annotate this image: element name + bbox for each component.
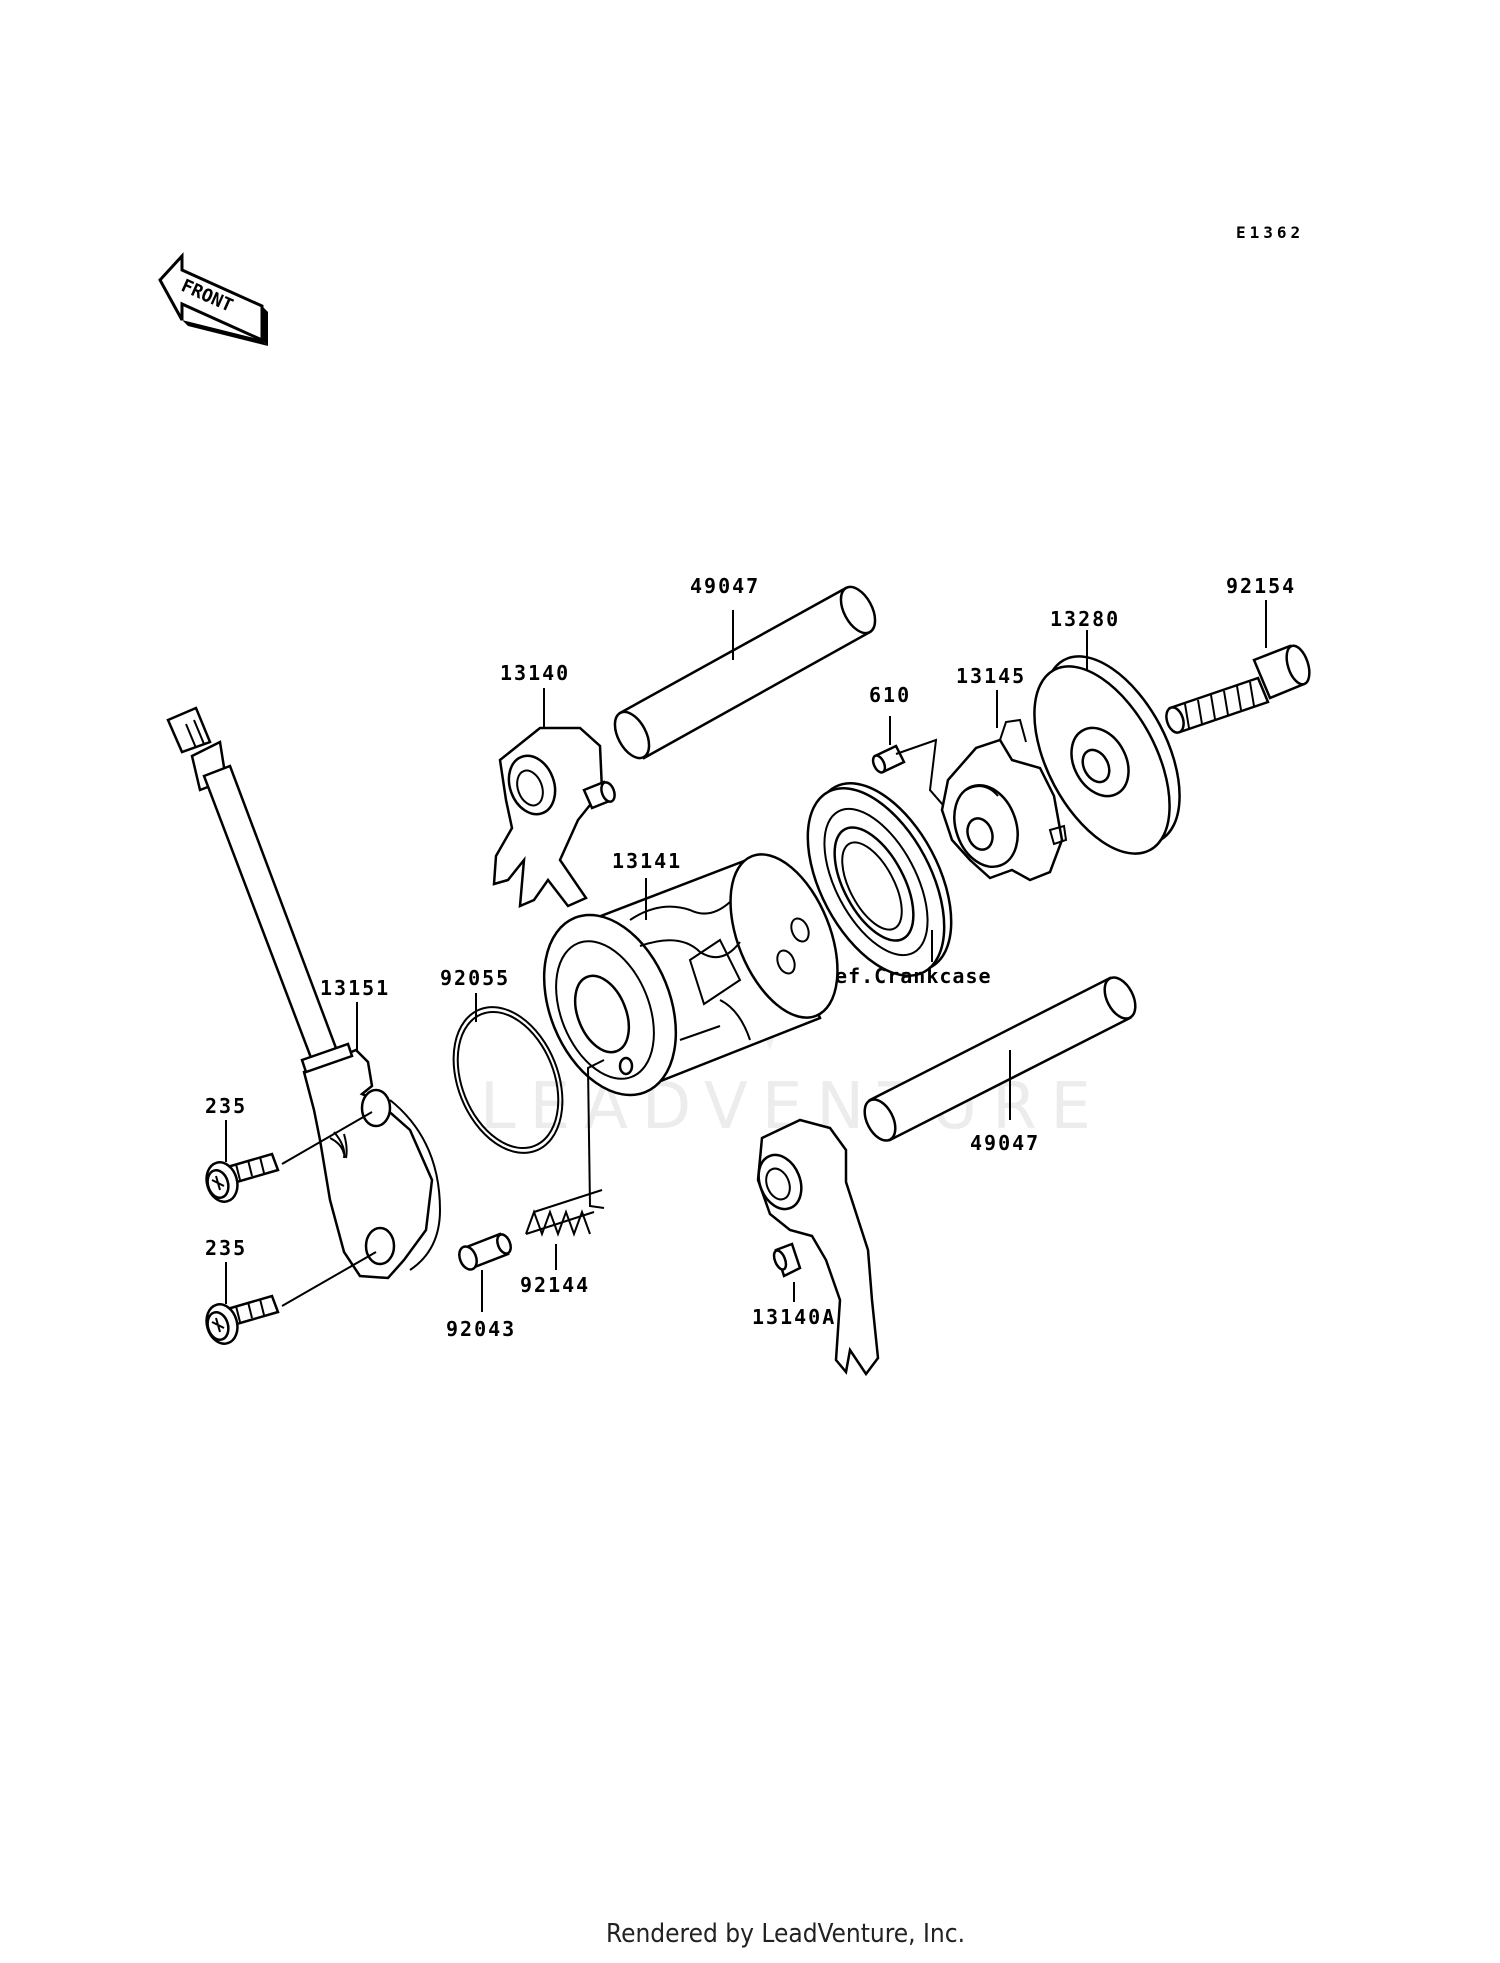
pin-610 [871, 744, 906, 774]
callout-235-a: 235 [205, 1094, 247, 1118]
callout-ref-crankcase: Ref.Crankcase [822, 964, 992, 988]
bearing-crankcase [806, 782, 953, 977]
callout-13145: 13145 [956, 664, 1026, 688]
callout-92144: 92144 [520, 1273, 590, 1297]
bolt-235-b [205, 1294, 280, 1345]
bolt-235-a [205, 1152, 280, 1203]
drum-holder-13145 [940, 718, 1068, 882]
callout-13140A: 13140A [752, 1305, 836, 1329]
callout-92043: 92043 [446, 1317, 516, 1341]
leader-bolt-a-to-switch [281, 1111, 373, 1165]
shift-drum-13141 [542, 853, 839, 1097]
front-arrow-icon: FRONT [158, 252, 268, 346]
callout-13140: 13140 [500, 661, 570, 685]
switch-13151 [166, 706, 442, 1280]
callout-610: 610 [869, 683, 911, 707]
diagram-code: E1362 [1236, 223, 1304, 242]
shift-rod-upper [613, 585, 877, 760]
shift-rod-lower [863, 976, 1137, 1142]
leader-bolt-b-to-switch [281, 1251, 377, 1307]
callout-13280: 13280 [1050, 607, 1120, 631]
plate-13280 [1033, 655, 1181, 855]
pin-92043 [458, 1232, 512, 1271]
callout-92154: 92154 [1226, 574, 1296, 598]
leader-spring-to-drum [586, 1059, 605, 1209]
shift-fork-13140A [756, 1118, 880, 1377]
oring-92055 [452, 1006, 564, 1154]
callout-13141: 13141 [612, 849, 682, 873]
callout-92055: 92055 [440, 966, 510, 990]
callout-13151: 13151 [320, 976, 390, 1000]
footer-credit: Rendered by LeadVenture, Inc. [606, 1919, 965, 1949]
bolt-92154 [1165, 644, 1311, 734]
shift-fork-13140 [492, 726, 616, 908]
callout-49047-lower: 49047 [970, 1131, 1040, 1155]
callout-235-b: 235 [205, 1236, 247, 1260]
callout-49047-upper: 49047 [690, 574, 760, 598]
